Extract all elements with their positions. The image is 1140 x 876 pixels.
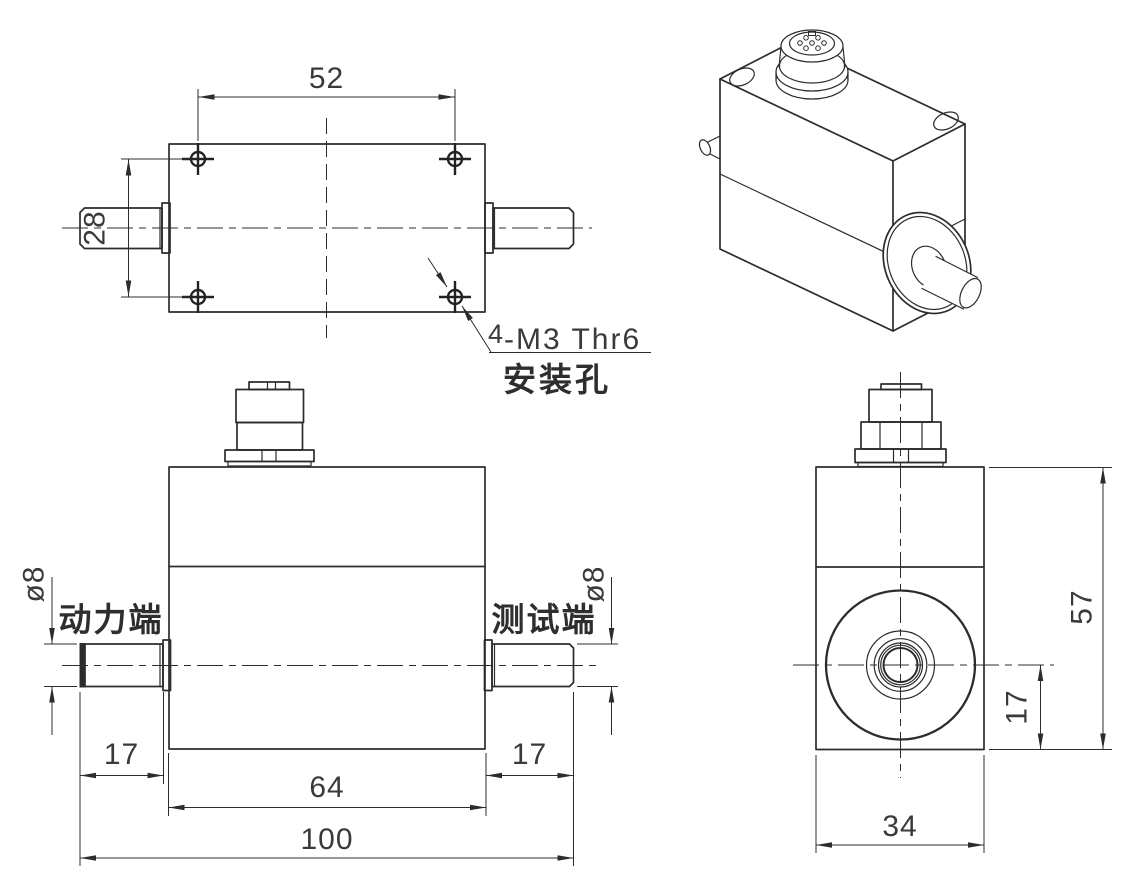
front-view-body-outline <box>168 466 486 750</box>
mounting-hole-top-right <box>439 143 471 175</box>
iso-left-shaft-stub <box>698 135 721 160</box>
dim-17-side-label: 17 <box>1001 689 1034 724</box>
front-view-left-collar <box>162 639 172 692</box>
drive-end-label: 动力端 <box>59 601 164 638</box>
front-view-connector <box>224 381 315 467</box>
dimension-17-right: 17 <box>486 738 574 779</box>
mounting-hole-bottom-right <box>439 281 471 313</box>
dimension-34: 34 <box>815 755 985 853</box>
boss-outer-circle <box>824 589 977 741</box>
iso-connector <box>775 29 849 100</box>
dimension-100: 100 <box>80 823 574 861</box>
dimension-17-side: 17 <box>1001 665 1044 750</box>
dim-57-label: 57 <box>1066 589 1099 624</box>
iso-hole-left <box>729 67 755 87</box>
dimension-17-left: 17 <box>80 738 164 779</box>
hole-note-spec: -M3 Thr6 <box>504 323 641 356</box>
iso-connector-pins <box>797 35 827 52</box>
dim-52-label: 52 <box>309 62 344 95</box>
dim-100-label: 100 <box>300 823 353 856</box>
dim-17-right-label: 17 <box>512 738 547 771</box>
dia8-left-label: ø8 <box>18 565 51 602</box>
front-view: 动力端 测试端 ø8 ø8 <box>18 381 618 866</box>
iso-hole-right <box>933 111 959 131</box>
dimension-52: 52 <box>197 62 456 141</box>
dim-64-label: 64 <box>309 771 344 804</box>
iso-boss-and-shaft <box>882 211 982 315</box>
top-view-right-shaft <box>492 207 575 250</box>
dimension-dia8-right: ø8 <box>577 565 618 735</box>
isometric-view <box>698 29 982 332</box>
left-shaft-end-face <box>79 643 86 688</box>
dia8-right-label: ø8 <box>578 565 611 602</box>
dimension-57: 57 <box>989 467 1112 750</box>
hole-note-caption: 安装孔 <box>503 361 611 398</box>
front-view-left-shaft <box>79 639 172 692</box>
shaft-bore-circle <box>882 647 919 683</box>
side-view-connector <box>854 383 947 468</box>
top-view: 52 28 4 -M3 Thr6 安装孔 <box>62 62 651 398</box>
dimension-dia8-left: ø8 <box>18 565 77 735</box>
dim-17-left-label: 17 <box>104 738 139 771</box>
dimension-64: 64 <box>168 771 486 811</box>
dimension-28: 28 <box>79 158 189 298</box>
test-end-label: 测试端 <box>492 601 597 638</box>
dim-28-label: 28 <box>79 210 112 245</box>
hole-note-count: 4 <box>488 319 503 349</box>
side-view: 57 17 34 <box>793 372 1112 853</box>
side-view-boss-circles <box>824 589 977 741</box>
dim-34-label: 34 <box>882 810 917 843</box>
front-view-right-shaft <box>483 639 575 692</box>
top-view-left-collar <box>161 202 171 254</box>
mounting-hole-note: 4 -M3 Thr6 安装孔 <box>427 257 651 398</box>
